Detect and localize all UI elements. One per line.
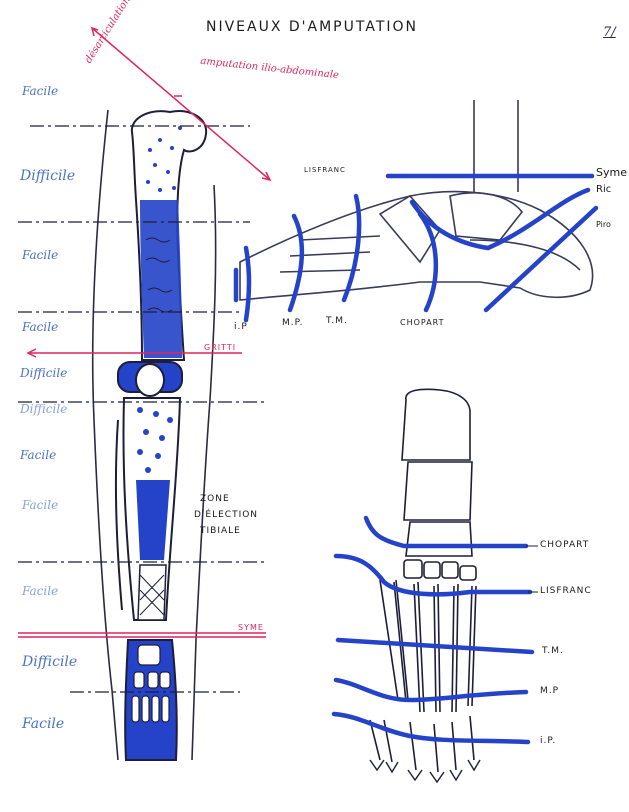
top-label-tm: T.M. <box>542 646 564 656</box>
top-foot <box>370 389 476 772</box>
difficulty-label: Difficile <box>20 402 67 416</box>
difficulty-label: Difficile <box>20 366 67 380</box>
difficulty-label: Difficile <box>22 654 77 670</box>
difficulty-label: Facile <box>20 448 56 462</box>
side-label-pirogoff: Piro <box>596 220 611 229</box>
page-number: 7/ <box>603 26 616 39</box>
difficulty-label: Facile <box>22 498 58 512</box>
side-label-ricard: Ric <box>596 184 611 195</box>
annotation-gritti: GRITTI <box>204 344 236 352</box>
side-foot <box>240 100 593 300</box>
page-title: NIVEAUX D'AMPUTATION <box>206 20 418 34</box>
side-label-mp: M.P. <box>282 318 304 328</box>
femur <box>132 111 206 360</box>
zone-label-line: ZONE <box>200 494 230 504</box>
side-label-lisfranc: LISFRANC <box>304 166 346 174</box>
difficulty-label: Facile <box>22 84 58 98</box>
top-label-mp: M.P <box>540 686 559 696</box>
zone-label-line: TIBIALE <box>200 526 241 536</box>
zone-label-line: D'ÉLECTION <box>194 510 258 520</box>
difficulty-label: Facile <box>22 320 58 334</box>
difficulty-label: Facile <box>22 716 64 732</box>
tibia-fibula <box>116 398 180 620</box>
top-label-lisfranc: LISFRANC <box>540 586 592 596</box>
side-label-tm: T.M. <box>326 316 348 326</box>
side-label-syme: Syme <box>596 166 627 179</box>
difficulty-label: Difficile <box>20 168 75 184</box>
difficulty-label: Facile <box>22 248 58 262</box>
top-foot-leaders <box>526 546 538 592</box>
knee <box>118 362 182 396</box>
annotation-syme: SYME <box>238 624 264 632</box>
left-foot <box>125 640 177 760</box>
top-label-chopart: CHOPART <box>540 540 589 550</box>
side-label-chopart: CHOPART <box>400 318 445 327</box>
side-label-ip: i.P <box>234 322 248 332</box>
side-foot-cut-lines <box>236 176 596 320</box>
toe-arrows <box>370 760 480 782</box>
top-label-ip: i.P. <box>540 736 556 746</box>
difficulty-label: Facile <box>22 584 58 598</box>
